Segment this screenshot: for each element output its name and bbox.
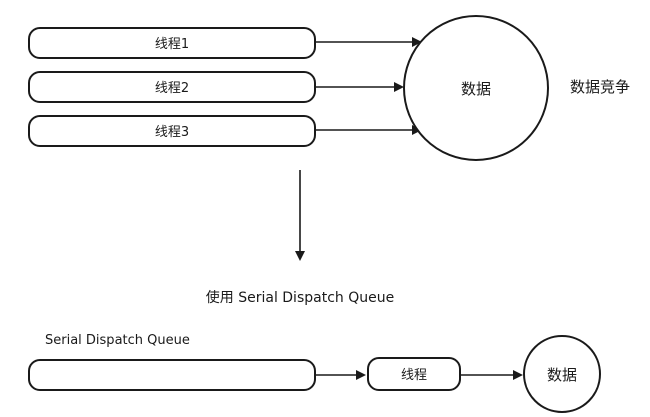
arrow-thread-1-to-data bbox=[316, 37, 422, 47]
arrow-thread-to-data bbox=[461, 370, 523, 380]
thread-2: 线程2 bbox=[28, 71, 316, 103]
thread-1: 线程1 bbox=[28, 27, 316, 59]
serial-queue-box bbox=[28, 359, 316, 391]
data-circle-bottom bbox=[523, 335, 601, 413]
data-node-bottom: 数据 bbox=[523, 335, 601, 413]
thread-1-label: 线程1 bbox=[155, 37, 189, 52]
arrow-thread-2-to-data bbox=[316, 82, 404, 92]
thread-3-label: 线程3 bbox=[155, 125, 189, 140]
transition-arrow bbox=[295, 170, 305, 261]
queue-title: Serial Dispatch Queue bbox=[45, 333, 190, 348]
arrow-queue-to-thread bbox=[316, 370, 366, 380]
serial-queue bbox=[28, 359, 316, 391]
thread-2-box bbox=[28, 71, 316, 103]
transition-caption: 使用 Serial Dispatch Queue bbox=[206, 289, 394, 306]
data-label-bottom: 数据 bbox=[547, 366, 577, 384]
thread-1-box bbox=[28, 27, 316, 59]
thread-label-bottom: 线程 bbox=[401, 368, 427, 383]
thread-3-box bbox=[28, 115, 316, 147]
data-race-label: 数据竞争 bbox=[570, 78, 630, 96]
thread-node-bottom: 线程 bbox=[367, 357, 461, 391]
arrow-thread-3-to-data bbox=[316, 125, 422, 135]
data-label-top: 数据 bbox=[461, 80, 491, 98]
thread-box-bottom bbox=[367, 357, 461, 391]
thread-2-label: 线程2 bbox=[155, 81, 189, 96]
thread-3: 线程3 bbox=[28, 115, 316, 147]
data-circle-top bbox=[403, 15, 549, 161]
data-node-top: 数据 bbox=[403, 15, 549, 161]
